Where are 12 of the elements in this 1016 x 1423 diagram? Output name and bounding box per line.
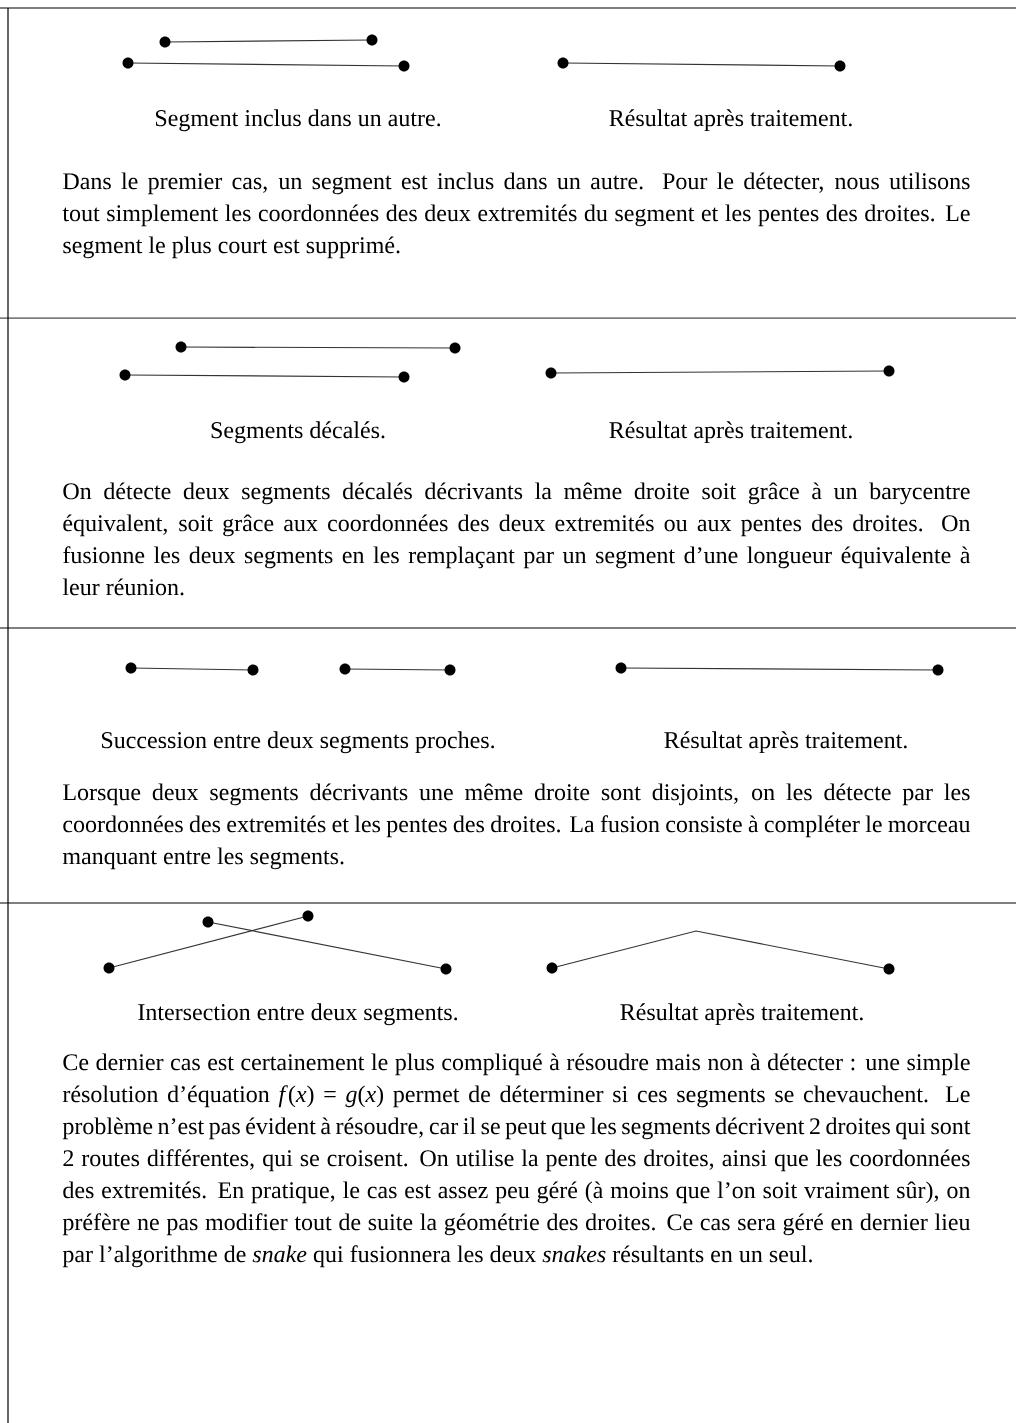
caption: Résultat après traitement. [609,109,852,132]
caption: Résultat après traitement. [664,731,907,754]
paragraph: Dans le premier cas, un segment est inclus dans un autre. Pour le détecter, nous utilisons tout simplement les coordonnées des deux extremités du segment et les pentes des droites. Le segment le plus court est supprimé. [62,172,970,259]
caption: Segment inclus dans un autre. [155,109,441,132]
caption: Intersection entre deux segments. [138,1003,458,1026]
paragraph: On détecte deux segments décalés décrivants la même droite soit grâce à un barycentre équivalent, soit grâce aux coordonnées des deux extremités ou aux pentes des droites. On fusionne les deux segments en les remplaçant par un segment d’une longueur équivalente à leur réunion. [62,482,971,596]
caption: Succession entre deux segments proches. [102,731,495,754]
caption: Résultat après traitement. [609,421,852,444]
paragraph: Lorsque deux segments décrivants une même droite sont disjoints, on les détecte par les coordonnées des extremités et les pentes des droites. La fusion consiste à compléter le morceau manquant entre les segments. [62,783,971,870]
paragraph: Ce dernier cas est certainement le plus compliqué à résoudre mais non à détecter : une simple résolution d’équation f(x) = g(x) permet de déterminer si ces segments se chevauchent. Le problème n’est pas évident à résoudre, car il se peut que les segments décrivent 2 droites qui sont 2 routes différentes, qui se croisent. On utilise la pente des droites, ainsi que les coordonnées des extremités. En pratique, le cas est assez peu géré (à moins que l’on soit vraiment sûr), on préfère ne pas modifier tout de suite la géométrie des droites. Ce cas sera géré en dernier lieu par l’algorithme de snake qui fusionnera les deux snakes résultants en un seul. [62,1053,971,1268]
caption: Résultat après traitement. [620,1003,863,1026]
caption: Segments décalés. [211,421,385,444]
